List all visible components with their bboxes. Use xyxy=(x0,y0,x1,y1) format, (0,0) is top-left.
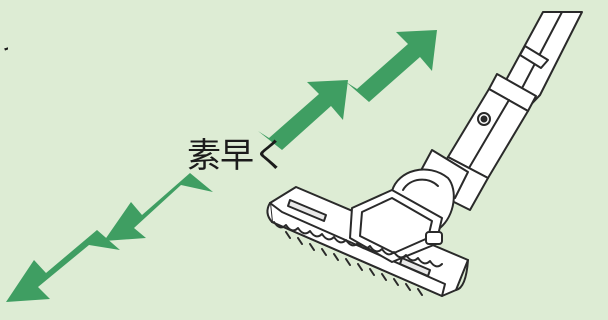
speed-caption: 素早く xyxy=(187,136,287,176)
cropped-text-fragment: っ xyxy=(0,36,8,66)
arrow-down-left-icon xyxy=(6,230,120,302)
arrow-down-left-icon xyxy=(104,173,213,241)
arrow-up-right-icon xyxy=(346,30,437,102)
arrow-up-right-icon xyxy=(258,80,348,150)
